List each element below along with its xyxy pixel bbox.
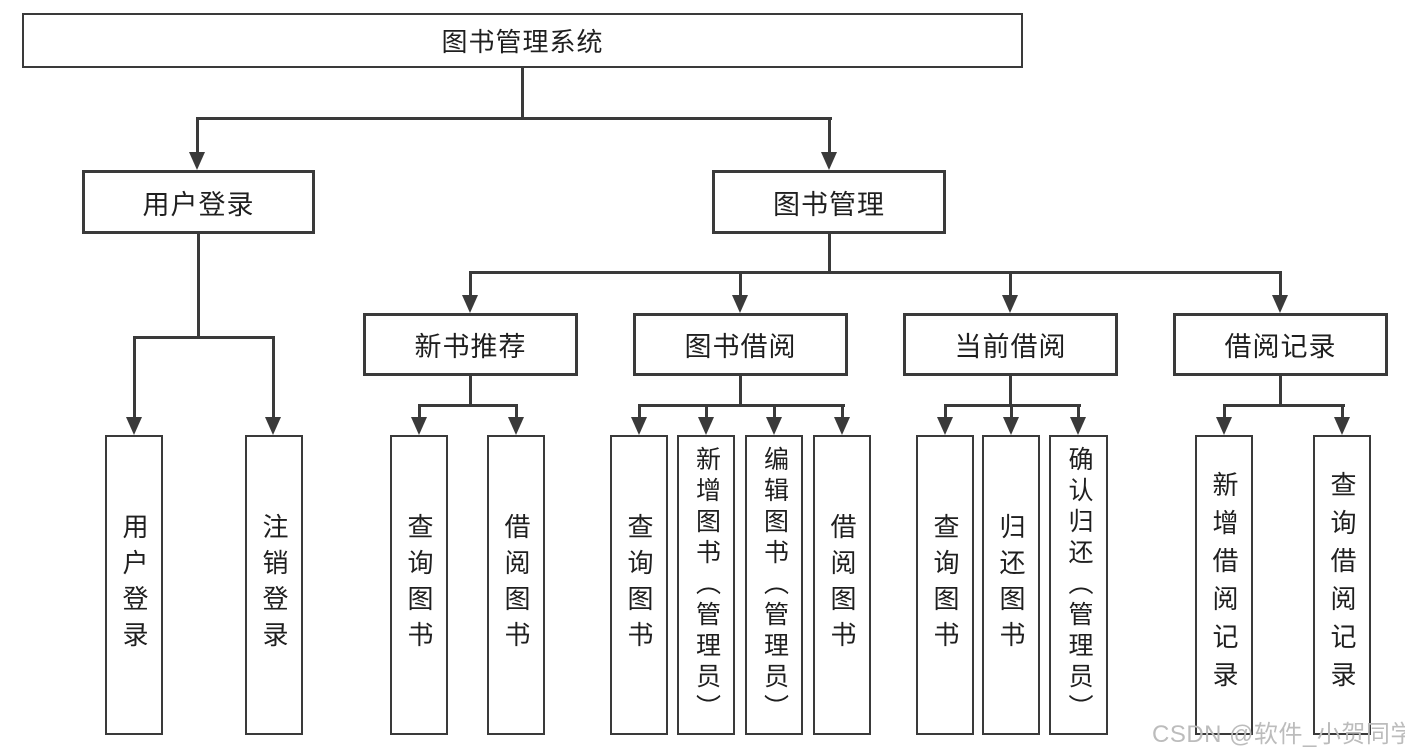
leaf-return-book: 归还图书	[982, 435, 1040, 735]
node-label: 用户登录	[142, 189, 255, 220]
node-label: 借阅图书	[827, 513, 857, 657]
leaf-add-borrow-record: 新增借阅记录	[1195, 435, 1253, 735]
connector	[197, 234, 200, 338]
leaf-add-book-admin: 新增图书（管理员）	[677, 435, 735, 735]
arrow-down-icon	[821, 152, 837, 170]
node-label: 当前借阅	[954, 332, 1067, 362]
arrow-down-icon	[1272, 295, 1288, 313]
connector	[196, 117, 199, 155]
connector	[1279, 271, 1282, 297]
connector	[418, 404, 518, 407]
connector	[739, 271, 742, 297]
node-book-management: 图书管理	[712, 170, 946, 234]
connector	[773, 404, 776, 419]
connector	[1341, 404, 1344, 419]
connector	[638, 404, 641, 419]
connector	[469, 271, 472, 297]
connector	[418, 404, 421, 419]
connector	[1010, 404, 1013, 419]
connector	[133, 336, 275, 339]
connector	[1009, 376, 1012, 407]
connector	[841, 404, 844, 419]
node-label: 新书推荐	[414, 332, 527, 362]
connector	[828, 234, 831, 274]
connector	[521, 68, 524, 119]
watermark: CSDN @软件_小贺同学	[1152, 721, 1405, 747]
connector	[515, 404, 518, 419]
node-label: 新增图书（管理员）	[692, 445, 721, 725]
connector	[638, 404, 845, 407]
node-label: 借阅图书	[501, 513, 531, 657]
node-label: 注销登录	[259, 513, 289, 657]
arrow-down-icon	[411, 417, 427, 435]
arrow-down-icon	[732, 295, 748, 313]
node-label: 借阅记录	[1224, 332, 1337, 362]
arrow-down-icon	[698, 417, 714, 435]
node-label: 图书管理系统	[441, 27, 604, 57]
node-label: 查询图书	[404, 513, 434, 657]
node-user-login: 用户登录	[82, 170, 315, 234]
connector	[469, 271, 1282, 274]
arrow-down-icon	[1002, 295, 1018, 313]
node-label: 查询图书	[624, 513, 654, 657]
connector	[272, 336, 275, 419]
arrow-down-icon	[189, 152, 205, 170]
connector	[1223, 404, 1345, 407]
node-label: 新增借阅记录	[1209, 471, 1239, 699]
connector	[1077, 404, 1080, 419]
node-label: 查询借阅记录	[1327, 471, 1357, 699]
arrow-down-icon	[766, 417, 782, 435]
arrow-down-icon	[462, 295, 478, 313]
node-label: 图书管理	[773, 189, 885, 220]
arrow-down-icon	[1003, 417, 1019, 435]
leaf-confirm-return-admin: 确认归还（管理员）	[1049, 435, 1108, 735]
leaf-query-books-borrowing: 查询图书	[610, 435, 668, 735]
arrow-down-icon	[1070, 417, 1086, 435]
node-label: 编辑图书（管理员）	[760, 445, 789, 725]
node-label: 确认归还（管理员）	[1065, 445, 1093, 725]
node-label: 归还图书	[996, 513, 1026, 657]
connector	[1279, 376, 1282, 407]
connector	[705, 404, 708, 419]
arrow-down-icon	[1216, 417, 1232, 435]
connector	[944, 404, 947, 419]
leaf-user-login: 用户登录	[105, 435, 163, 735]
connector	[196, 117, 832, 120]
connector	[1223, 404, 1226, 419]
connector	[739, 376, 742, 407]
connector	[133, 336, 136, 419]
node-label: 用户登录	[119, 513, 149, 657]
leaf-borrow-books: 借阅图书	[813, 435, 871, 735]
arrow-down-icon	[265, 417, 281, 435]
arrow-down-icon	[126, 417, 142, 435]
node-borrow-records: 借阅记录	[1173, 313, 1388, 376]
node-label: 查询图书	[930, 513, 960, 657]
leaf-query-books-current: 查询图书	[916, 435, 974, 735]
leaf-query-borrow-record: 查询借阅记录	[1313, 435, 1371, 735]
arrow-down-icon	[834, 417, 850, 435]
node-current-borrowing: 当前借阅	[903, 313, 1118, 376]
leaf-borrow-books-recommend: 借阅图书	[487, 435, 545, 735]
connector	[469, 376, 472, 407]
leaf-logout-login: 注销登录	[245, 435, 303, 735]
connector	[1009, 271, 1012, 297]
arrow-down-icon	[508, 417, 524, 435]
node-library-management-system: 图书管理系统	[22, 13, 1023, 68]
arrow-down-icon	[631, 417, 647, 435]
leaf-query-books-recommend: 查询图书	[390, 435, 448, 735]
node-label: 图书借阅	[684, 332, 797, 362]
arrow-down-icon	[1334, 417, 1350, 435]
connector	[828, 117, 831, 155]
leaf-edit-book-admin: 编辑图书（管理员）	[745, 435, 803, 735]
node-book-borrowing: 图书借阅	[633, 313, 848, 376]
node-new-book-recommend: 新书推荐	[363, 313, 578, 376]
arrow-down-icon	[937, 417, 953, 435]
